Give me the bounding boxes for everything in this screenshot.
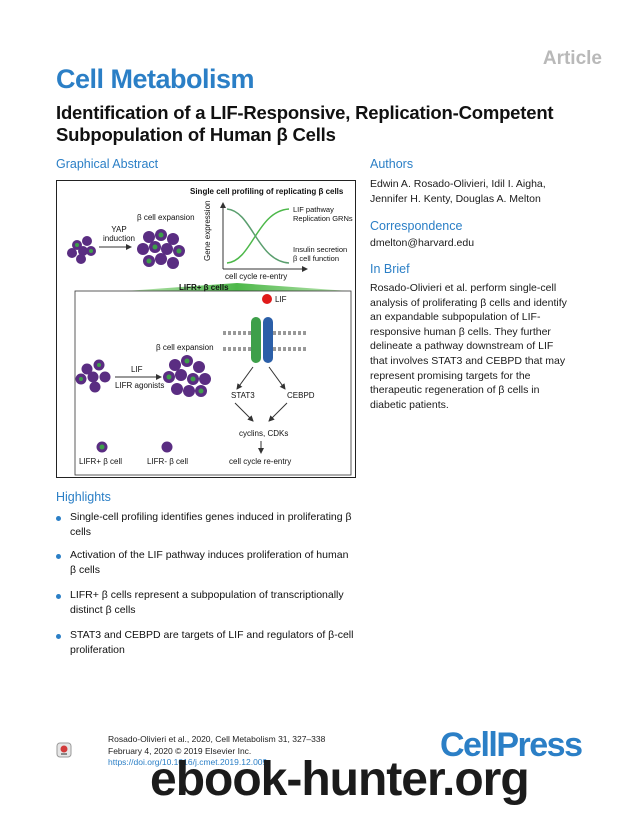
ga-cyclins: cyclins, CDKs — [239, 429, 289, 438]
ga-panel-title: Single cell profiling of replicating β c… — [190, 187, 344, 196]
legend-lifr-neg-icon — [161, 441, 173, 453]
cell-cluster-large — [137, 229, 185, 269]
highlight-item: Activation of the LIF pathway induces pr… — [56, 548, 356, 577]
ga-y-axis-label: Gene expression — [203, 200, 212, 261]
citation-line-2: February 4, 2020 © 2019 Elsevier Inc. — [108, 745, 252, 756]
expanded-cell-cluster — [163, 355, 211, 397]
citation-line-1: Rosado-Olivieri et al., 2020, Cell Metab… — [108, 734, 326, 744]
lifr-receptor — [251, 317, 261, 363]
ga-reentry: cell cycle re-entry — [229, 457, 292, 466]
authors-list: Edwin A. Rosado-Olivieri, Idil I. Aigha,… — [370, 178, 546, 205]
lifr-banner — [125, 283, 349, 291]
authors-heading: Authors — [370, 157, 414, 171]
ga-lif-arrow-label: LIF — [131, 365, 143, 374]
cellpress-logo: CellPress — [440, 726, 583, 764]
ga-expansion-bottom: β cell expansion — [156, 343, 214, 352]
cell-cluster-small — [67, 236, 96, 264]
correspondence-email[interactable]: dmelton@harvard.edu — [370, 237, 475, 249]
il6st-receptor — [263, 317, 273, 363]
lifr-cell-cluster — [75, 359, 111, 393]
highlight-item: Single-cell profiling identifies genes i… — [56, 510, 356, 539]
lif-ligand-icon — [262, 294, 272, 304]
highlights-heading: Highlights — [56, 490, 111, 504]
ga-stat3: STAT3 — [231, 391, 255, 400]
ga-lifr-agonists: LIFR agonists — [115, 381, 165, 390]
ga-lif-ligand-label: LIF — [275, 295, 287, 304]
ga-legend-neg: LIFR- β cell — [147, 457, 189, 466]
ga-expansion-top: β cell expansion — [137, 213, 195, 222]
correspondence-heading: Correspondence — [370, 219, 463, 233]
graphical-abstract-figure: Single cell profiling of replicating β c… — [56, 180, 356, 478]
ga-cebpd: CEBPD — [287, 391, 315, 400]
in-brief-heading: In Brief — [370, 262, 410, 276]
ga-legend-pos: LIFR+ β cell — [79, 457, 123, 466]
highlight-item: STAT3 and CEBPD are targets of LIF and r… — [56, 628, 356, 657]
graphical-abstract-heading: Graphical Abstract — [56, 157, 159, 171]
watermark-text: ebook-hunter.org — [150, 753, 530, 806]
highlight-item: LIFR+ β cells represent a subpopulation … — [56, 588, 356, 617]
ga-banner-label: LIFR+ β cells — [179, 283, 229, 292]
doi-link[interactable]: https://doi.org/10.1016/j.cmet.2019.12.0… — [108, 757, 268, 767]
journal-name: Cell Metabolism — [56, 64, 255, 94]
ga-x-axis-label: cell cycle re-entry — [225, 272, 288, 281]
in-brief-text: Rosado-Olivieri et al. perform single-ce… — [370, 282, 567, 411]
check-for-updates-icon[interactable] — [56, 742, 72, 758]
article-tag: Article — [542, 48, 602, 69]
citation: Rosado-Olivieri et al., 2020, Cell Metab… — [108, 734, 325, 769]
gene-expression-plot — [220, 202, 308, 272]
article-title: Identification of a LIF-Responsive, Repl… — [56, 102, 554, 145]
